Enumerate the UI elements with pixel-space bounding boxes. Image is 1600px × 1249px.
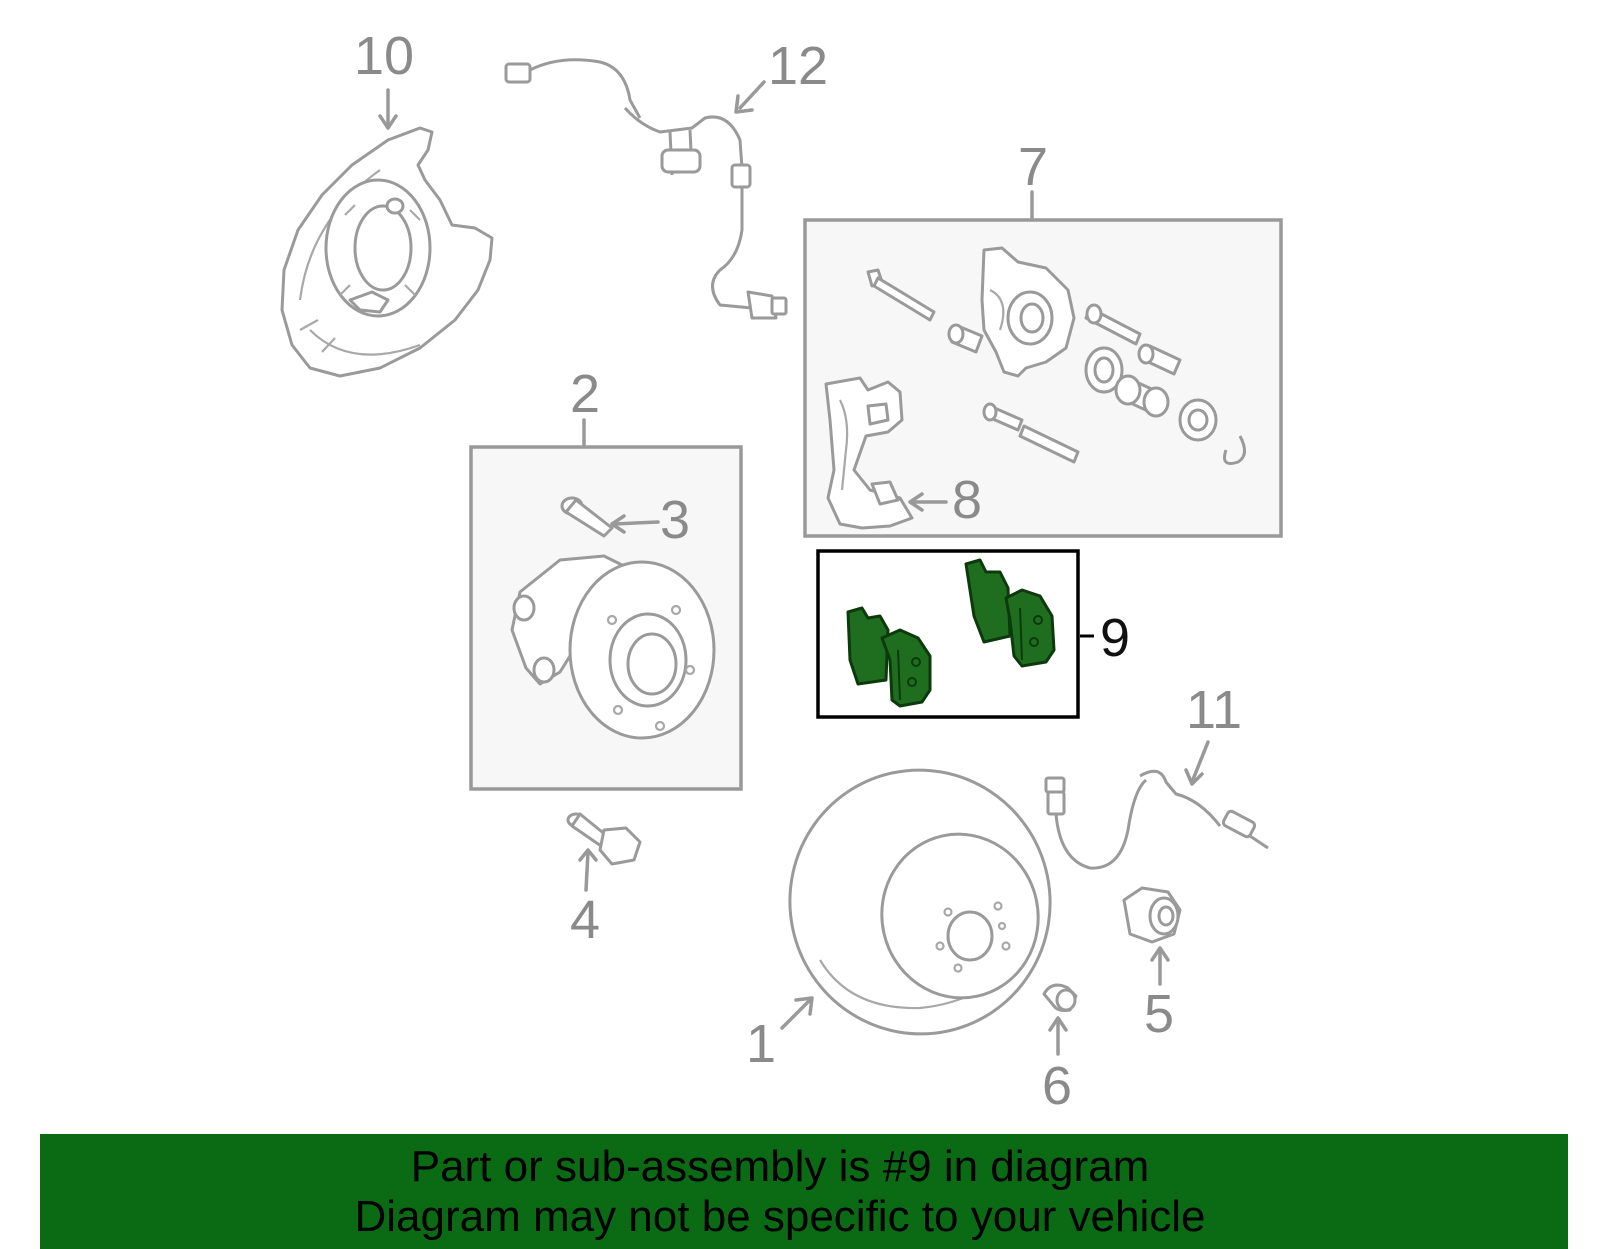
callout-6[interactable]: 6: [1042, 1056, 1072, 1116]
callout-4[interactable]: 4: [570, 890, 600, 950]
arrow-6: [1048, 1016, 1068, 1032]
callout-10[interactable]: 10: [354, 26, 414, 86]
arrow-4: [578, 848, 598, 862]
arrow-12: [734, 94, 754, 114]
arrow-10: [378, 114, 398, 130]
info-banner: Part or sub-assembly is #9 in diagram Di…: [40, 1134, 1568, 1249]
callout-12[interactable]: 12: [768, 36, 828, 96]
part-11-speed-sensor-wire[interactable]: [1044, 769, 1269, 870]
callout-9[interactable]: 9: [1100, 608, 1130, 668]
callout-8[interactable]: 8: [952, 470, 982, 530]
arrow-5: [1150, 946, 1170, 962]
arrow-11: [1184, 768, 1204, 786]
callout-5[interactable]: 5: [1144, 984, 1174, 1044]
part-9-brake-pads[interactable]: [846, 558, 1056, 708]
part-4-hub-bolt[interactable]: [566, 812, 642, 866]
part-6-cap[interactable]: [1042, 983, 1078, 1012]
part-1-brake-rotor[interactable]: [765, 746, 1074, 1058]
callout-11[interactable]: 11: [1186, 680, 1242, 740]
banner-part-note: Part or sub-assembly is #9 in diagram: [410, 1142, 1150, 1191]
leader-4: [584, 850, 590, 892]
arrow-3: [610, 514, 626, 534]
callout-2[interactable]: 2: [570, 364, 600, 424]
callout-3[interactable]: 3: [660, 490, 690, 550]
part-12-speed-sensor-wire[interactable]: [504, 58, 788, 320]
leader-12: [738, 80, 766, 110]
leader-3: [612, 520, 660, 526]
leader-11: [1190, 740, 1210, 784]
part-7-caliper[interactable]: [866, 246, 1246, 465]
arrow-8: [908, 492, 924, 512]
part-10-backing-plate[interactable]: [280, 126, 494, 378]
arrow-1: [794, 996, 814, 1016]
part-2-hub-bearing[interactable]: [510, 554, 716, 740]
banner-disclaimer: Diagram may not be specific to your vehi…: [354, 1192, 1206, 1241]
leader-1: [780, 998, 812, 1030]
part-3-wheel-stud[interactable]: [560, 496, 614, 538]
callout-1[interactable]: 1: [746, 1014, 776, 1074]
part-8-caliper-bracket[interactable]: [824, 376, 914, 530]
callout-7[interactable]: 7: [1018, 137, 1048, 197]
part-5-lug-nut[interactable]: [1122, 886, 1182, 944]
